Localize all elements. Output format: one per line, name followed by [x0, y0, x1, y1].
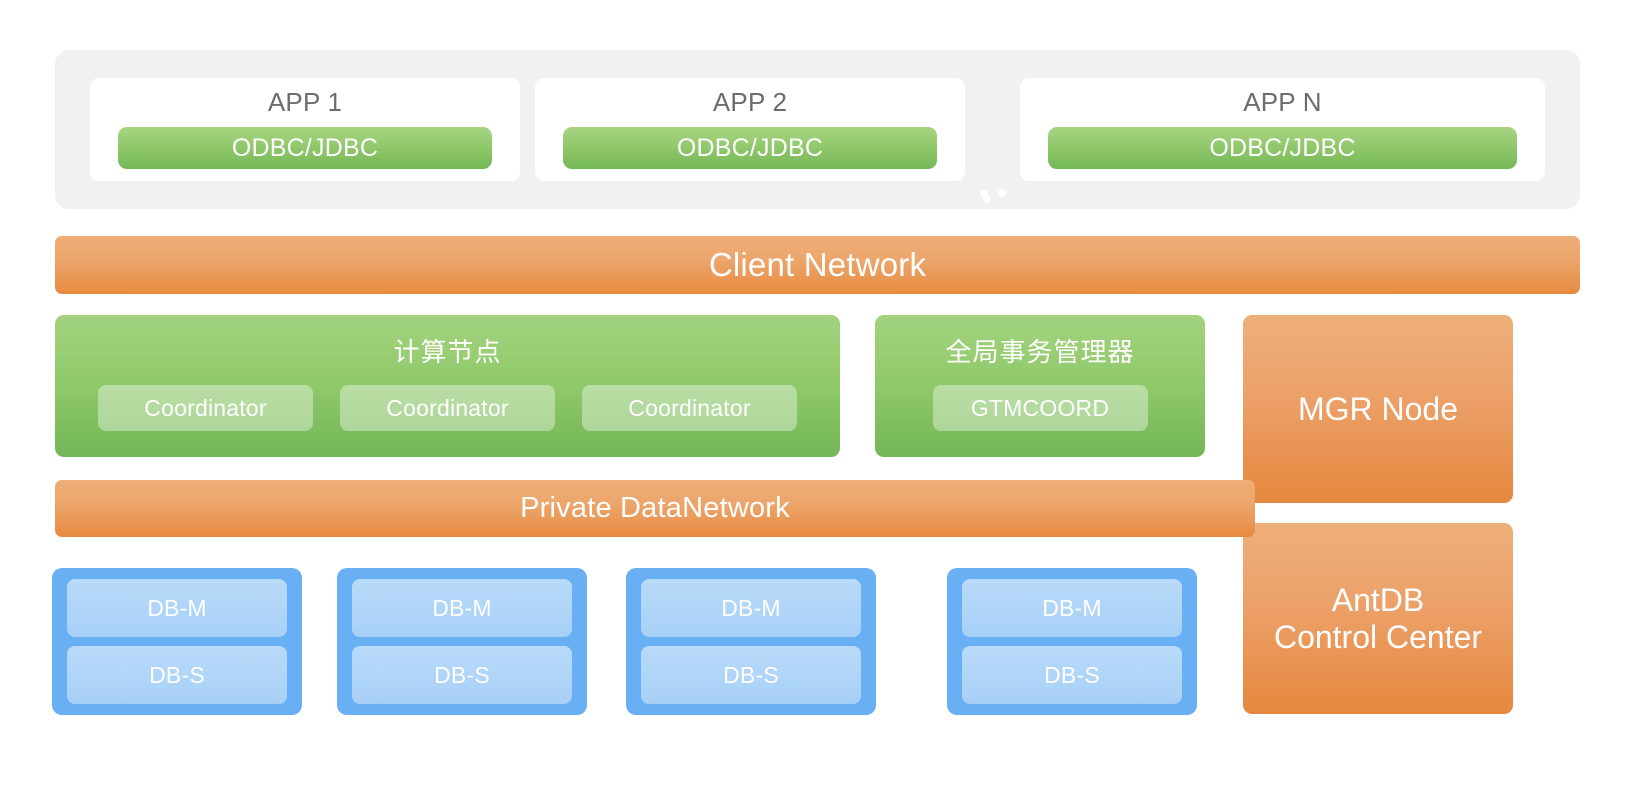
coordinator-chip-3: Coordinator: [582, 385, 797, 431]
db-slave-chip-4: DB-S: [962, 646, 1182, 704]
gtmcoord-row: GTMCOORD: [875, 385, 1205, 431]
db-master-chip-1: DB-M: [67, 579, 287, 637]
ellipsis-dot-2: [998, 189, 1006, 197]
odbc-jdbc-chip-2: ODBC/JDBC: [563, 127, 937, 169]
odbc-jdbc-chip-1: ODBC/JDBC: [118, 127, 492, 169]
coordinator-chip-2: Coordinator: [340, 385, 555, 431]
db-slave-chip-3: DB-S: [641, 646, 861, 704]
gtmcoord-chip: GTMCOORD: [932, 385, 1148, 431]
private-datanetwork-bar: Private DataNetwork: [55, 480, 1255, 537]
compute-node-title: 计算节点: [393, 337, 502, 367]
db-group-4: DB-M DB-S: [947, 568, 1197, 715]
app-card-2: APP 2 ODBC/JDBC: [535, 78, 965, 181]
app-card-1: APP 1 ODBC/JDBC: [90, 78, 520, 181]
db-slave-chip-1: DB-S: [67, 646, 287, 704]
db-master-chip-3: DB-M: [641, 579, 861, 637]
antdb-control-center-label: AntDB Control Center: [1274, 582, 1482, 655]
app-ellipsis-dots: [980, 189, 1012, 201]
gtm-node-title: 全局事务管理器: [945, 337, 1135, 367]
ellipsis-dot-1: [980, 189, 988, 197]
antdb-label-line2: Control Center: [1273, 618, 1483, 655]
app-card-n: APP N ODBC/JDBC: [1020, 78, 1545, 181]
mgr-node-panel: MGR Node: [1243, 315, 1513, 503]
antdb-label-line1: AntDB: [1331, 582, 1425, 619]
db-group-2: DB-M DB-S: [337, 568, 587, 715]
db-group-3: DB-M DB-S: [626, 568, 876, 715]
app-title-n: APP N: [1243, 87, 1322, 117]
app-panel: APP 1 ODBC/JDBC APP 2 ODBC/JDBC APP N OD…: [55, 50, 1580, 209]
client-network-bar: Client Network: [55, 236, 1580, 294]
db-group-1: DB-M DB-S: [52, 568, 302, 715]
db-master-chip-4: DB-M: [962, 579, 1182, 637]
mgr-node-label: MGR Node: [1297, 390, 1459, 427]
app-title-1: APP 1: [267, 87, 343, 117]
compute-node-group: 计算节点 Coordinator Coordinator Coordinator: [55, 315, 840, 457]
coordinator-row: Coordinator Coordinator Coordinator: [55, 385, 840, 431]
coordinator-chip-1: Coordinator: [98, 385, 313, 431]
app-title-2: APP 2: [712, 87, 788, 117]
odbc-jdbc-chip-n: ODBC/JDBC: [1048, 127, 1517, 169]
ellipsis-dot-below: [983, 195, 991, 203]
gtm-node-group: 全局事务管理器 GTMCOORD: [875, 315, 1205, 457]
db-slave-chip-2: DB-S: [352, 646, 572, 704]
antdb-control-center-panel: AntDB Control Center: [1243, 523, 1513, 714]
db-master-chip-2: DB-M: [352, 579, 572, 637]
